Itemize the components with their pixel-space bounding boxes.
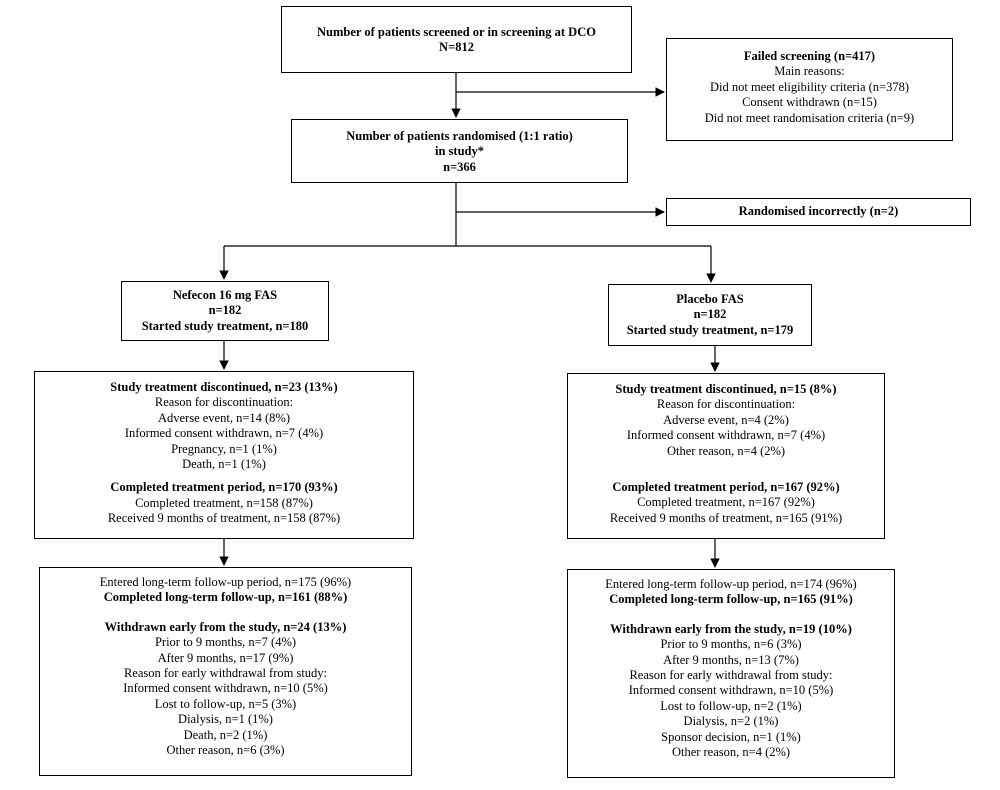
randomised-box: Number of patients randomised (1:1 ratio…: [291, 119, 628, 183]
nefecon-withdrawal-reason: Informed consent withdrawn, n=10 (5%): [123, 681, 328, 696]
nefecon-completed-treatment: Completed treatment, n=158 (87%): [135, 495, 313, 510]
failed-reason: Did not meet eligibility criteria (n=378…: [709, 79, 909, 94]
nefecon-discontinuation-reason: Death, n=1 (1%): [182, 457, 266, 472]
randomised-incorrectly-box: Randomised incorrectly (n=2): [666, 198, 971, 226]
nefecon-treatment-box: Study treatment discontinued, n=23 (13%)…: [34, 371, 414, 539]
failed-reason: Did not meet randomisation criteria (n=9…: [704, 110, 915, 125]
nefecon-followup-box: Entered long-term follow-up period, n=17…: [39, 567, 412, 776]
failed-screening-box: Failed screening (n=417) Main reasons: D…: [666, 38, 953, 141]
placebo-completed-followup: Completed long-term follow-up, n=165 (91…: [609, 592, 853, 607]
placebo-withdrawn-prior: Prior to 9 months, n=6 (3%): [660, 637, 802, 652]
nefecon-entered-followup: Entered long-term follow-up period, n=17…: [99, 575, 352, 589]
nefecon-withdrawn-prior: Prior to 9 months, n=7 (4%): [154, 635, 297, 650]
placebo-withdrawal-reason: Sponsor decision, n=1 (1%): [661, 729, 801, 744]
placebo-withdrawal-reason-header: Reason for early withdrawal from study:: [629, 668, 833, 683]
nefecon-fas-title: Nefecon 16 mg FAS: [172, 288, 278, 302]
failed-reason: Consent withdrawn (n=15): [742, 95, 877, 110]
nefecon-withdrawal-reason: Dialysis, n=1 (1%): [178, 712, 273, 727]
screening-count: N=812: [439, 40, 474, 55]
nefecon-fas-count: n=182: [208, 303, 242, 318]
nefecon-withdrawal-reason-header: Reason for early withdrawal from study:: [123, 666, 328, 681]
placebo-treatment-box: Study treatment discontinued, n=15 (8%) …: [567, 373, 885, 539]
nefecon-received-9-months: Received 9 months of treatment, n=158 (8…: [107, 511, 341, 526]
nefecon-started-treatment: Started study treatment, n=180: [141, 318, 309, 333]
placebo-withdrawal-reason: Other reason, n=4 (2%): [671, 745, 791, 760]
nefecon-completed-treatment-period: Completed treatment period, n=170 (93%): [110, 480, 338, 495]
randomised-title: Number of patients randomised (1:1 ratio…: [346, 129, 573, 143]
randomised-count: n=366: [443, 159, 476, 174]
placebo-fas-box: Placebo FAS n=182 Started study treatmen…: [608, 284, 812, 346]
nefecon-discontinuation-reason: Adverse event, n=14 (8%): [157, 410, 290, 425]
nefecon-fas-box: Nefecon 16 mg FAS n=182 Started study tr…: [121, 281, 329, 341]
placebo-completed-treatment: Completed treatment, n=167 (92%): [637, 495, 815, 510]
placebo-completed-treatment-period: Completed treatment period, n=167 (92%): [612, 480, 840, 495]
placebo-followup-box: Entered long-term follow-up period, n=17…: [567, 569, 895, 778]
placebo-withdrawal-reason: Informed consent withdrawn, n=10 (5%): [628, 683, 834, 698]
screening-box: Number of patients screened or in screen…: [281, 6, 632, 73]
nefecon-discontinuation-reason-header: Reason for discontinuation:: [154, 395, 294, 410]
nefecon-discontinuation-reason: Informed consent withdrawn, n=7 (4%): [124, 426, 324, 441]
placebo-started-treatment: Started study treatment, n=179: [626, 322, 794, 337]
placebo-fas-count: n=182: [693, 307, 727, 322]
placebo-withdrawn-after: After 9 months, n=13 (7%): [663, 652, 799, 667]
placebo-treatment-discontinued: Study treatment discontinued, n=15 (8%): [615, 382, 837, 396]
placebo-discontinuation-reason-header: Reason for discontinuation:: [656, 397, 796, 412]
randomised-incorrectly-title: Randomised incorrectly (n=2): [738, 204, 899, 218]
nefecon-withdrawal-reason: Lost to follow-up, n=5 (3%): [154, 696, 297, 711]
screening-title: Number of patients screened or in screen…: [317, 25, 596, 39]
failed-screening-subtitle: Main reasons:: [774, 64, 845, 79]
placebo-received-9-months: Received 9 months of treatment, n=165 (9…: [609, 510, 843, 525]
nefecon-withdrawal-reason: Other reason, n=6 (3%): [166, 743, 285, 758]
placebo-withdrawal-reason: Lost to follow-up, n=2 (1%): [660, 698, 802, 713]
nefecon-withdrawal-reason: Death, n=2 (1%): [183, 727, 268, 742]
placebo-fas-title: Placebo FAS: [676, 292, 744, 306]
nefecon-completed-followup: Completed long-term follow-up, n=161 (88…: [103, 590, 348, 605]
placebo-discontinuation-reason: Adverse event, n=4 (2%): [663, 412, 789, 427]
placebo-withdrawn-early: Withdrawn early from the study, n=19 (10…: [610, 621, 852, 636]
placebo-discontinuation-reason: Informed consent withdrawn, n=7 (4%): [626, 428, 826, 443]
nefecon-withdrawn-early: Withdrawn early from the study, n=24 (13…: [104, 619, 347, 634]
failed-screening-title: Failed screening (n=417): [743, 49, 876, 63]
placebo-entered-followup: Entered long-term follow-up period, n=17…: [605, 577, 857, 591]
nefecon-discontinuation-reason: Pregnancy, n=1 (1%): [171, 441, 277, 456]
randomised-subtitle: in study*: [435, 144, 484, 159]
placebo-discontinuation-reason: Other reason, n=4 (2%): [666, 443, 786, 458]
placebo-withdrawal-reason: Dialysis, n=2 (1%): [683, 714, 779, 729]
nefecon-withdrawn-after: After 9 months, n=17 (9%): [157, 650, 294, 665]
nefecon-treatment-discontinued: Study treatment discontinued, n=23 (13%): [110, 380, 338, 394]
